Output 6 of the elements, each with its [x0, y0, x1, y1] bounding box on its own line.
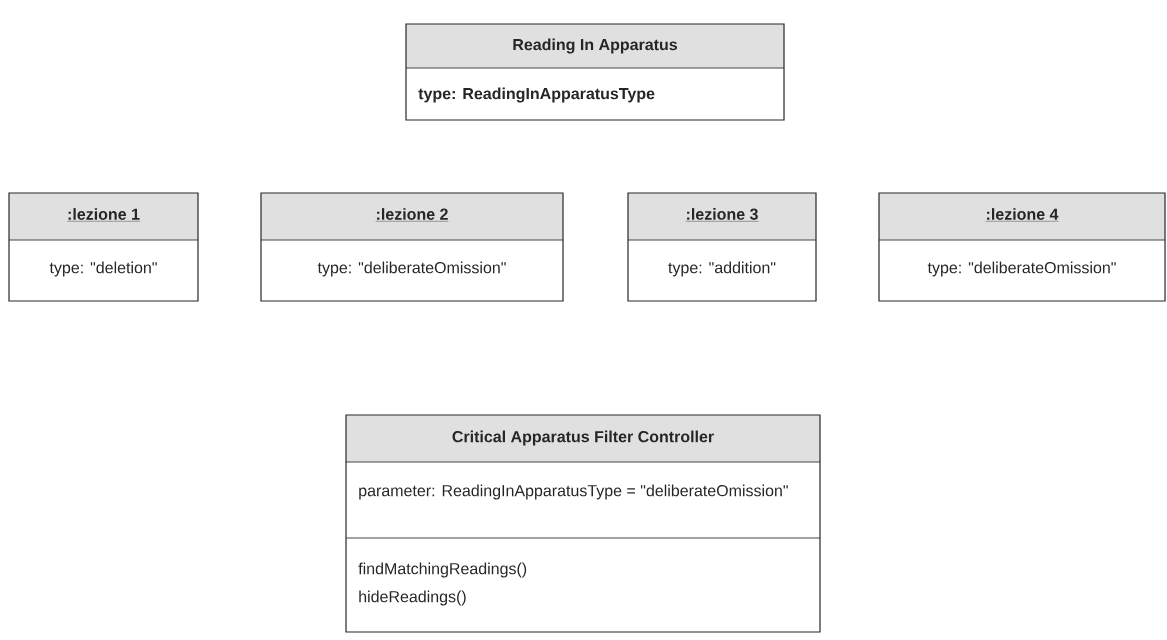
class-box: :lezione 4 type: "deliberateOmission" [878, 192, 1166, 302]
class-box: :lezione 2 type: "deliberateOmission" [260, 192, 564, 302]
class-box: Critical Apparatus Filter Controller parameter: ReadingInApparatusType = "deliberateOmission" findMatchingReadings() hideReadings() [345, 414, 821, 633]
class-box: Reading In Apparatus type: ReadingInApparatusType [405, 23, 785, 121]
class-box: :lezione 3 type: "addition" [627, 192, 817, 302]
class-box: :lezione 1 type: "deletion" [8, 192, 199, 302]
